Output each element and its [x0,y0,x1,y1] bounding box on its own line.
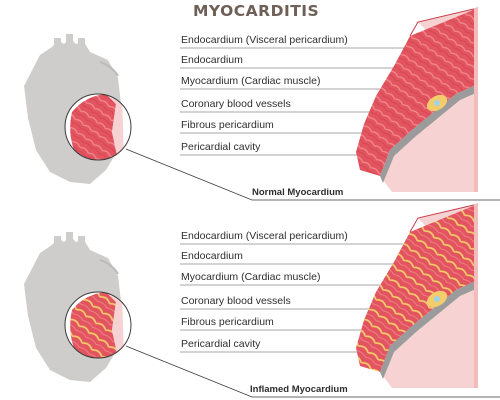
page-title: MYOCARDITIS [193,2,320,20]
caption-normal: Normal Myocardium [252,187,344,198]
label-pericardial-cavity: Pericardial cavity [181,338,261,350]
label-myocardium: Myocardium (Cardiac muscle) [181,271,321,283]
label-endocardium-visceral: Endocardium (Visceral pericardium) [181,34,348,46]
label-myocardium: Myocardium (Cardiac muscle) [181,75,321,87]
label-coronary-vessels: Coronary blood vessels [181,98,291,110]
label-pericardial-cavity: Pericardial cavity [181,141,261,153]
tissue-section-normal [356,7,479,192]
label-endocardium: Endocardium [181,250,243,262]
label-fibrous-pericardium: Fibrous pericardium [181,316,274,328]
tissue-section-inflamed [356,203,479,388]
caption-inflamed: Inflamed Myocardium [250,384,348,395]
magnifier-circle-icon-inflamed [64,291,132,359]
label-endocardium: Endocardium [181,54,243,66]
label-coronary-vessels: Coronary blood vessels [181,295,291,307]
label-fibrous-pericardium: Fibrous pericardium [181,119,274,131]
magnifier-circle-icon-normal [64,93,132,161]
label-endocardium-visceral: Endocardium (Visceral pericardium) [181,230,348,242]
